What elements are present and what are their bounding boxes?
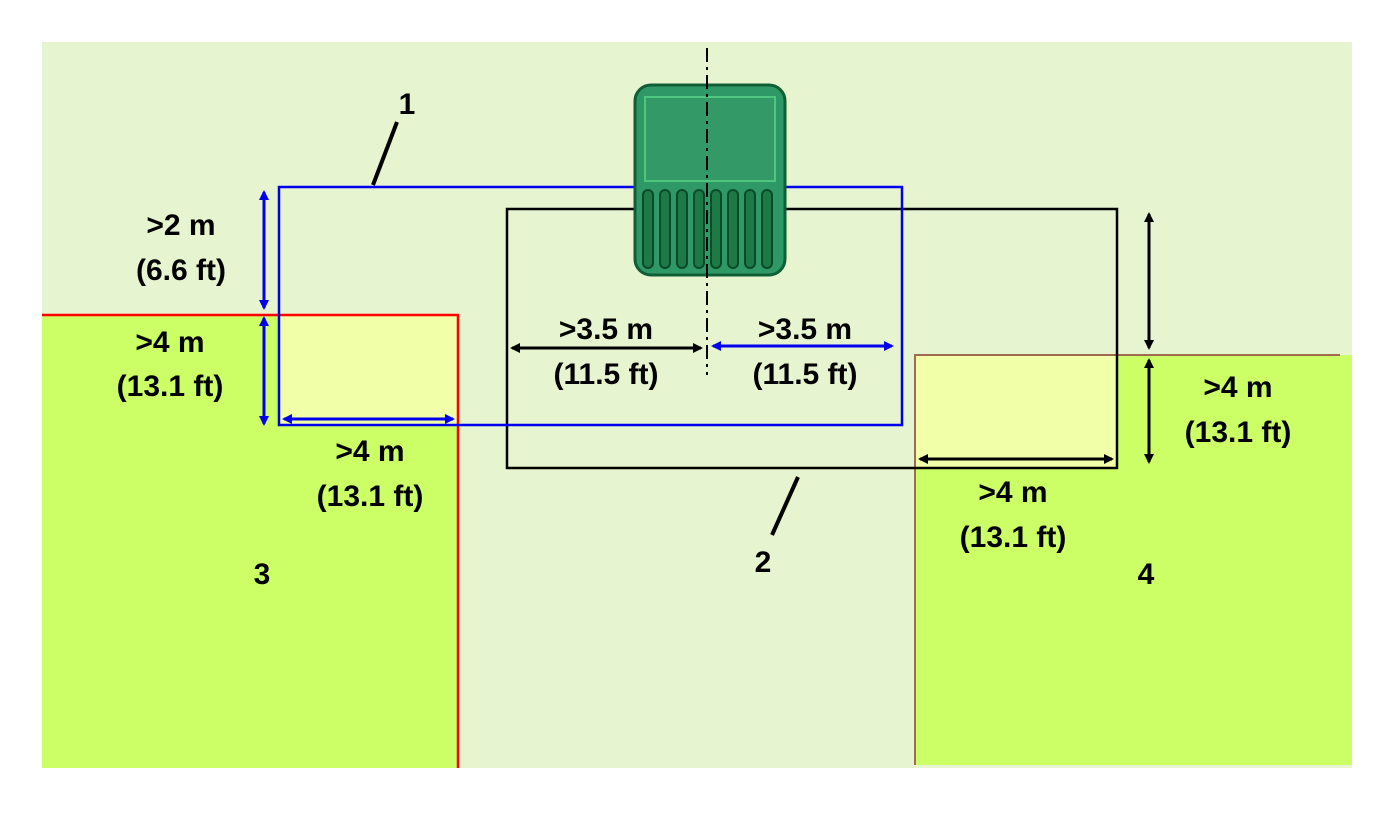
- zone-1-boundary: [277, 185, 904, 427]
- mower-icon: [633, 83, 787, 277]
- left-horizontal-imperial-label: (13.1 ft): [317, 480, 424, 513]
- callout-4-label: 4: [1138, 558, 1155, 591]
- right-vertical-imperial-label: (13.1 ft): [1185, 416, 1292, 449]
- left-vertical-metric-label: >4 m: [135, 326, 204, 359]
- right-horizontal-imperial-label: (13.1 ft): [960, 521, 1067, 554]
- zone-2-boundary: [505, 207, 1119, 470]
- left-horizontal-metric-label: >4 m: [335, 435, 404, 468]
- top-left-metric-label: >2 m: [146, 209, 215, 242]
- field-3-overlap-zone: [279, 315, 458, 425]
- callout-1-label: 1: [399, 88, 416, 121]
- callout-2-leader: [770, 476, 800, 536]
- field-4-border: [914, 354, 1340, 765]
- center-left-imperial-label: (11.5 ft): [553, 358, 658, 391]
- right-vertical-metric-label: >4 m: [1203, 371, 1272, 404]
- callout-2-label: 2: [755, 546, 772, 579]
- center-left-metric-label: >3.5 m: [559, 313, 653, 346]
- field-4-overlap-zone: [915, 355, 1117, 467]
- callout-3-label: 3: [254, 558, 271, 591]
- center-right-metric-label: >3.5 m: [758, 313, 852, 346]
- center-right-imperial-label: (11.5 ft): [752, 358, 857, 391]
- callout-1-leader: [371, 121, 399, 186]
- right-horizontal-metric-label: >4 m: [978, 476, 1047, 509]
- left-vertical-imperial-label: (13.1 ft): [117, 370, 224, 403]
- field-3-border: [42, 313, 460, 768]
- top-left-imperial-label: (6.6 ft): [136, 254, 226, 287]
